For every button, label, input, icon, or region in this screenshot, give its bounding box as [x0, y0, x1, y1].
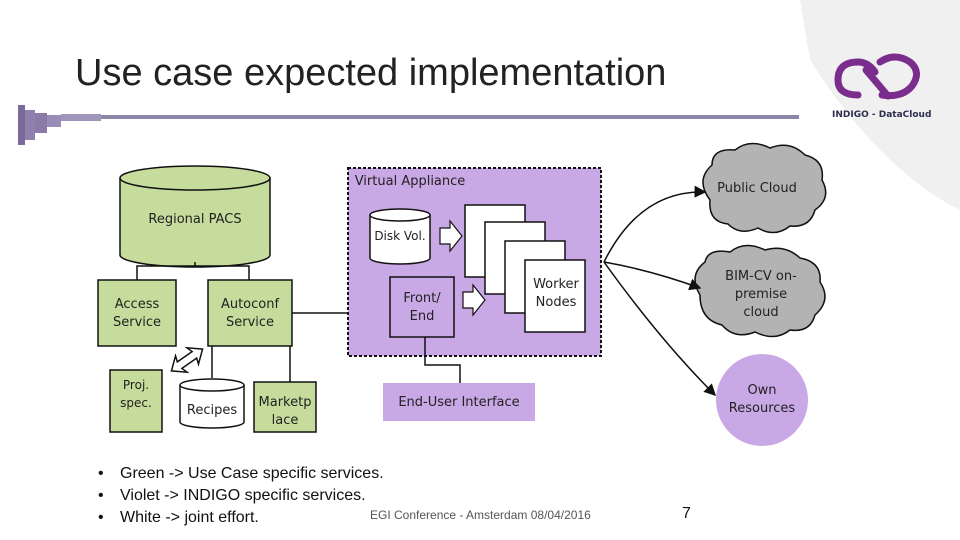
left-connectors — [136, 262, 348, 382]
recipes-label: Recipes — [186, 403, 238, 418]
front-end-label: Front/ End — [403, 291, 441, 324]
own-resources-label: Own Resources — [728, 383, 796, 416]
bim-cv-cloud-icon — [694, 244, 826, 338]
autoconf-service-box — [207, 279, 293, 347]
bullet-item: Green -> Use Case specific services. — [98, 463, 384, 485]
page-title: Use case expected implementation — [75, 52, 667, 94]
legend-bullets: Green -> Use Case specific services. Vio… — [98, 463, 384, 529]
arrow-icon — [462, 283, 486, 317]
disk-vol-database — [369, 208, 431, 265]
frontend-connector — [424, 337, 461, 383]
marketplace-box — [253, 381, 317, 433]
front-end-box — [389, 276, 455, 338]
worker-nodes-label: Worker Nodes — [533, 277, 579, 310]
cloud-arrows — [603, 185, 717, 397]
regional-pacs-database — [119, 165, 271, 268]
bullet-item: Violet -> INDIGO specific services. — [98, 485, 384, 507]
disk-vol-label: Disk Vol. — [374, 229, 426, 243]
marketplace-label: Marketp lace — [258, 395, 312, 428]
double-arrow-icon — [170, 346, 204, 374]
proj-spec-box — [109, 369, 163, 433]
indigo-logo-text: INDIGO - DataCloud — [832, 110, 932, 120]
public-cloud-icon — [702, 142, 827, 234]
recipes-database — [179, 378, 245, 429]
virtual-appliance-label: Virtual Appliance — [354, 174, 466, 189]
regional-pacs-label: Regional PACS — [148, 212, 242, 227]
end-user-interface-label: End-User Interface — [398, 395, 520, 410]
access-service-label: Access Service — [112, 297, 162, 330]
footer-text: EGI Conference - Amsterdam 08/04/2016 — [370, 508, 591, 522]
bullet-item: White -> joint effort. — [98, 507, 384, 529]
end-user-interface-box — [383, 383, 535, 421]
corner-decoration — [800, 0, 960, 210]
arrow-icon — [439, 219, 463, 253]
proj-spec-label: Proj. spec. — [120, 378, 152, 410]
access-service-box — [97, 279, 177, 347]
bim-cv-label: BIM-CV on-premise cloud — [725, 269, 797, 320]
indigo-logo-icon — [834, 53, 920, 100]
worker-nodes-stack — [464, 204, 586, 333]
title-underline — [18, 105, 799, 145]
page-number: 7 — [682, 505, 691, 522]
public-cloud-label: Public Cloud — [717, 181, 797, 196]
autoconf-service-label: Autoconf Service — [220, 297, 280, 330]
own-resources-circle — [716, 354, 808, 446]
